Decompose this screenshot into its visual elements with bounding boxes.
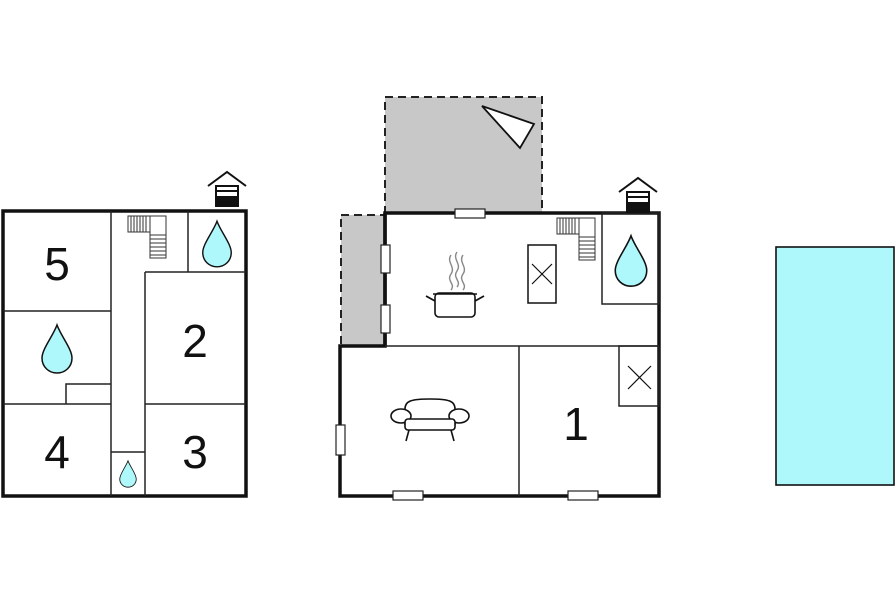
left-stairs-icon [127, 215, 167, 259]
left-building [1, 209, 248, 498]
window-bottom-2 [567, 490, 599, 501]
left-water-drop-icon-small [119, 460, 137, 488]
room-number-4: 4 [44, 426, 70, 478]
room-number-2: 2 [182, 315, 208, 367]
window-top [454, 208, 486, 219]
room-number-1: 1 [563, 398, 589, 450]
sun-direction-icon [481, 105, 536, 150]
right-building [338, 211, 661, 498]
window-bottom-1 [392, 490, 424, 501]
terrace-left [340, 214, 386, 347]
window-left-3 [335, 424, 346, 456]
terrace-top [384, 96, 543, 214]
crossed-box-icon-kitchen [527, 244, 557, 304]
room-number-5: 5 [44, 238, 70, 290]
crossed-box-icon-room1 [627, 365, 652, 390]
left-water-drop-icon-top [202, 220, 232, 268]
right-water-drop-icon [614, 235, 648, 287]
cooking-pot-icon [425, 251, 485, 318]
window-left-1 [380, 244, 391, 274]
left-entrance-icon [207, 171, 247, 207]
right-stairs-icon [556, 217, 596, 261]
swimming-pool [775, 246, 895, 486]
right-entrance-icon [618, 177, 658, 213]
room-number-3: 3 [182, 426, 208, 478]
sofa-icon [390, 398, 470, 442]
window-left-2 [380, 304, 391, 334]
left-water-drop-icon-middle [41, 324, 73, 374]
